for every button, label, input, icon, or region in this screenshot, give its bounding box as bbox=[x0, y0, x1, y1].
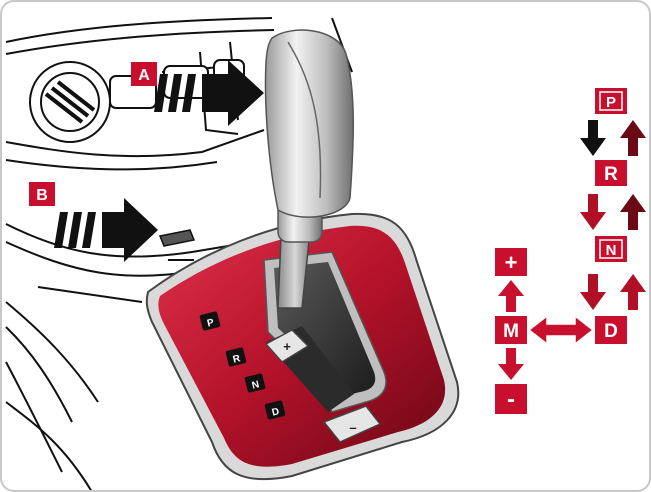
callout-a: A bbox=[131, 62, 157, 86]
shift-knob bbox=[266, 30, 354, 217]
arrow-down-icon bbox=[580, 120, 606, 156]
gear-p-label: P bbox=[606, 94, 616, 111]
arrow-up-icon bbox=[620, 120, 646, 156]
gear-minus-label: - bbox=[507, 386, 515, 413]
gear-pattern-diagram: P R N D M + - bbox=[495, 88, 646, 414]
shift-lock-button bbox=[160, 230, 194, 246]
callout-a-label: A bbox=[138, 67, 150, 84]
gear-r-label: R bbox=[604, 164, 618, 185]
gear-n-label: N bbox=[606, 242, 617, 259]
callout-b-label: B bbox=[36, 187, 48, 204]
arrow-up-icon bbox=[620, 274, 646, 310]
svg-text:–: – bbox=[349, 420, 356, 435]
striped-arrow-icon bbox=[54, 198, 158, 262]
double-arrow-icon bbox=[529, 316, 593, 344]
arrow-up-icon bbox=[498, 280, 524, 312]
arrow-down-icon bbox=[498, 348, 524, 380]
arrow-down-icon bbox=[580, 274, 606, 310]
gear-d-label: D bbox=[604, 321, 618, 342]
gear-m-label: M bbox=[503, 321, 519, 342]
gear-plus-label: + bbox=[505, 250, 518, 275]
arrow-up-icon bbox=[620, 194, 646, 230]
svg-text:+: + bbox=[283, 339, 291, 354]
callout-b: B bbox=[29, 182, 55, 206]
arrow-down-icon bbox=[580, 194, 606, 230]
